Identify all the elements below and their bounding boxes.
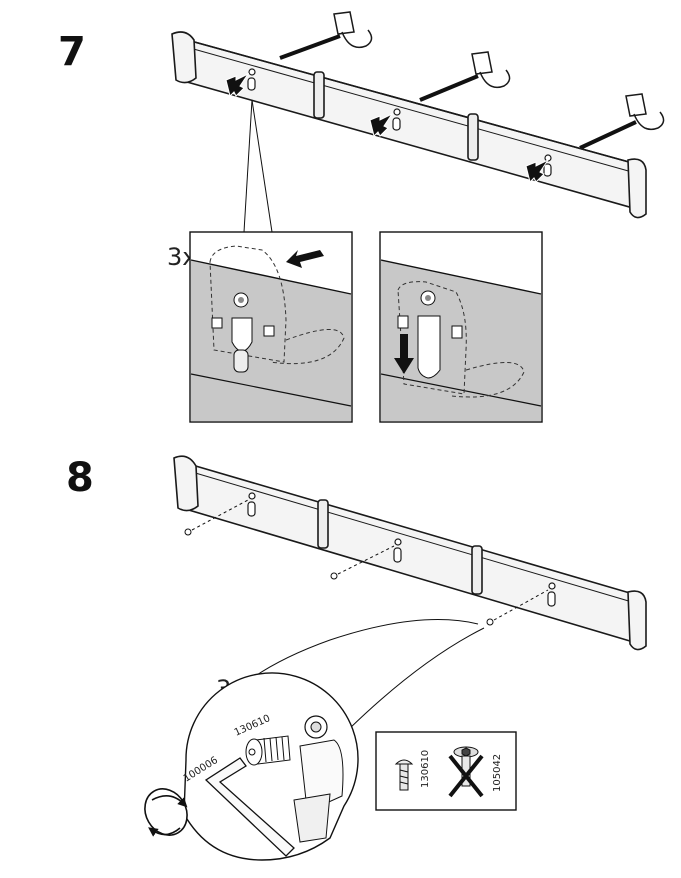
rail-joint bbox=[471, 545, 483, 595]
wall-mount-bars bbox=[279, 34, 637, 150]
detail-panel-hook-locked bbox=[379, 231, 543, 423]
screw-identification-box: 130610 105042 bbox=[375, 731, 517, 811]
cross-out-icon bbox=[448, 754, 484, 798]
screw-icon bbox=[330, 572, 338, 580]
rail-end-cap-left bbox=[171, 31, 197, 84]
step-8-number: 8 bbox=[66, 455, 94, 501]
detail-callout-lines bbox=[243, 99, 273, 233]
detail-panel-hook-alignment bbox=[189, 231, 353, 423]
step-7-number: 7 bbox=[58, 29, 86, 75]
screw-icon bbox=[245, 735, 291, 766]
keyhole-bracket bbox=[247, 492, 556, 607]
allen-key-icon bbox=[204, 757, 295, 857]
keyhole-bracket bbox=[247, 68, 552, 177]
rail-body bbox=[179, 36, 641, 212]
wrong-screw-icon bbox=[453, 746, 479, 787]
rail-end-cap-right bbox=[627, 158, 647, 219]
step-8-rail-assembly bbox=[173, 455, 647, 651]
screw-insertion bbox=[184, 499, 549, 626]
rail-joint bbox=[313, 71, 325, 119]
screw-icon bbox=[184, 528, 192, 536]
push-arrow bbox=[225, 72, 550, 183]
correct-screw-icon bbox=[394, 759, 414, 791]
rail-end-cap-left bbox=[173, 455, 199, 512]
rail-end-cap-right bbox=[627, 590, 647, 651]
circular-detail-screw-install: 100006 130610 bbox=[144, 672, 359, 861]
part-number-screw-wrong: 105042 bbox=[492, 754, 503, 792]
screw-icon bbox=[486, 618, 494, 626]
wall-hook bbox=[333, 11, 665, 131]
step-7-rail-assembly bbox=[171, 11, 665, 219]
rail-joint bbox=[317, 499, 329, 549]
part-number-screw-ok: 130610 bbox=[420, 750, 431, 788]
rotate-clockwise-icon bbox=[144, 788, 188, 837]
rail-joint bbox=[467, 113, 479, 161]
